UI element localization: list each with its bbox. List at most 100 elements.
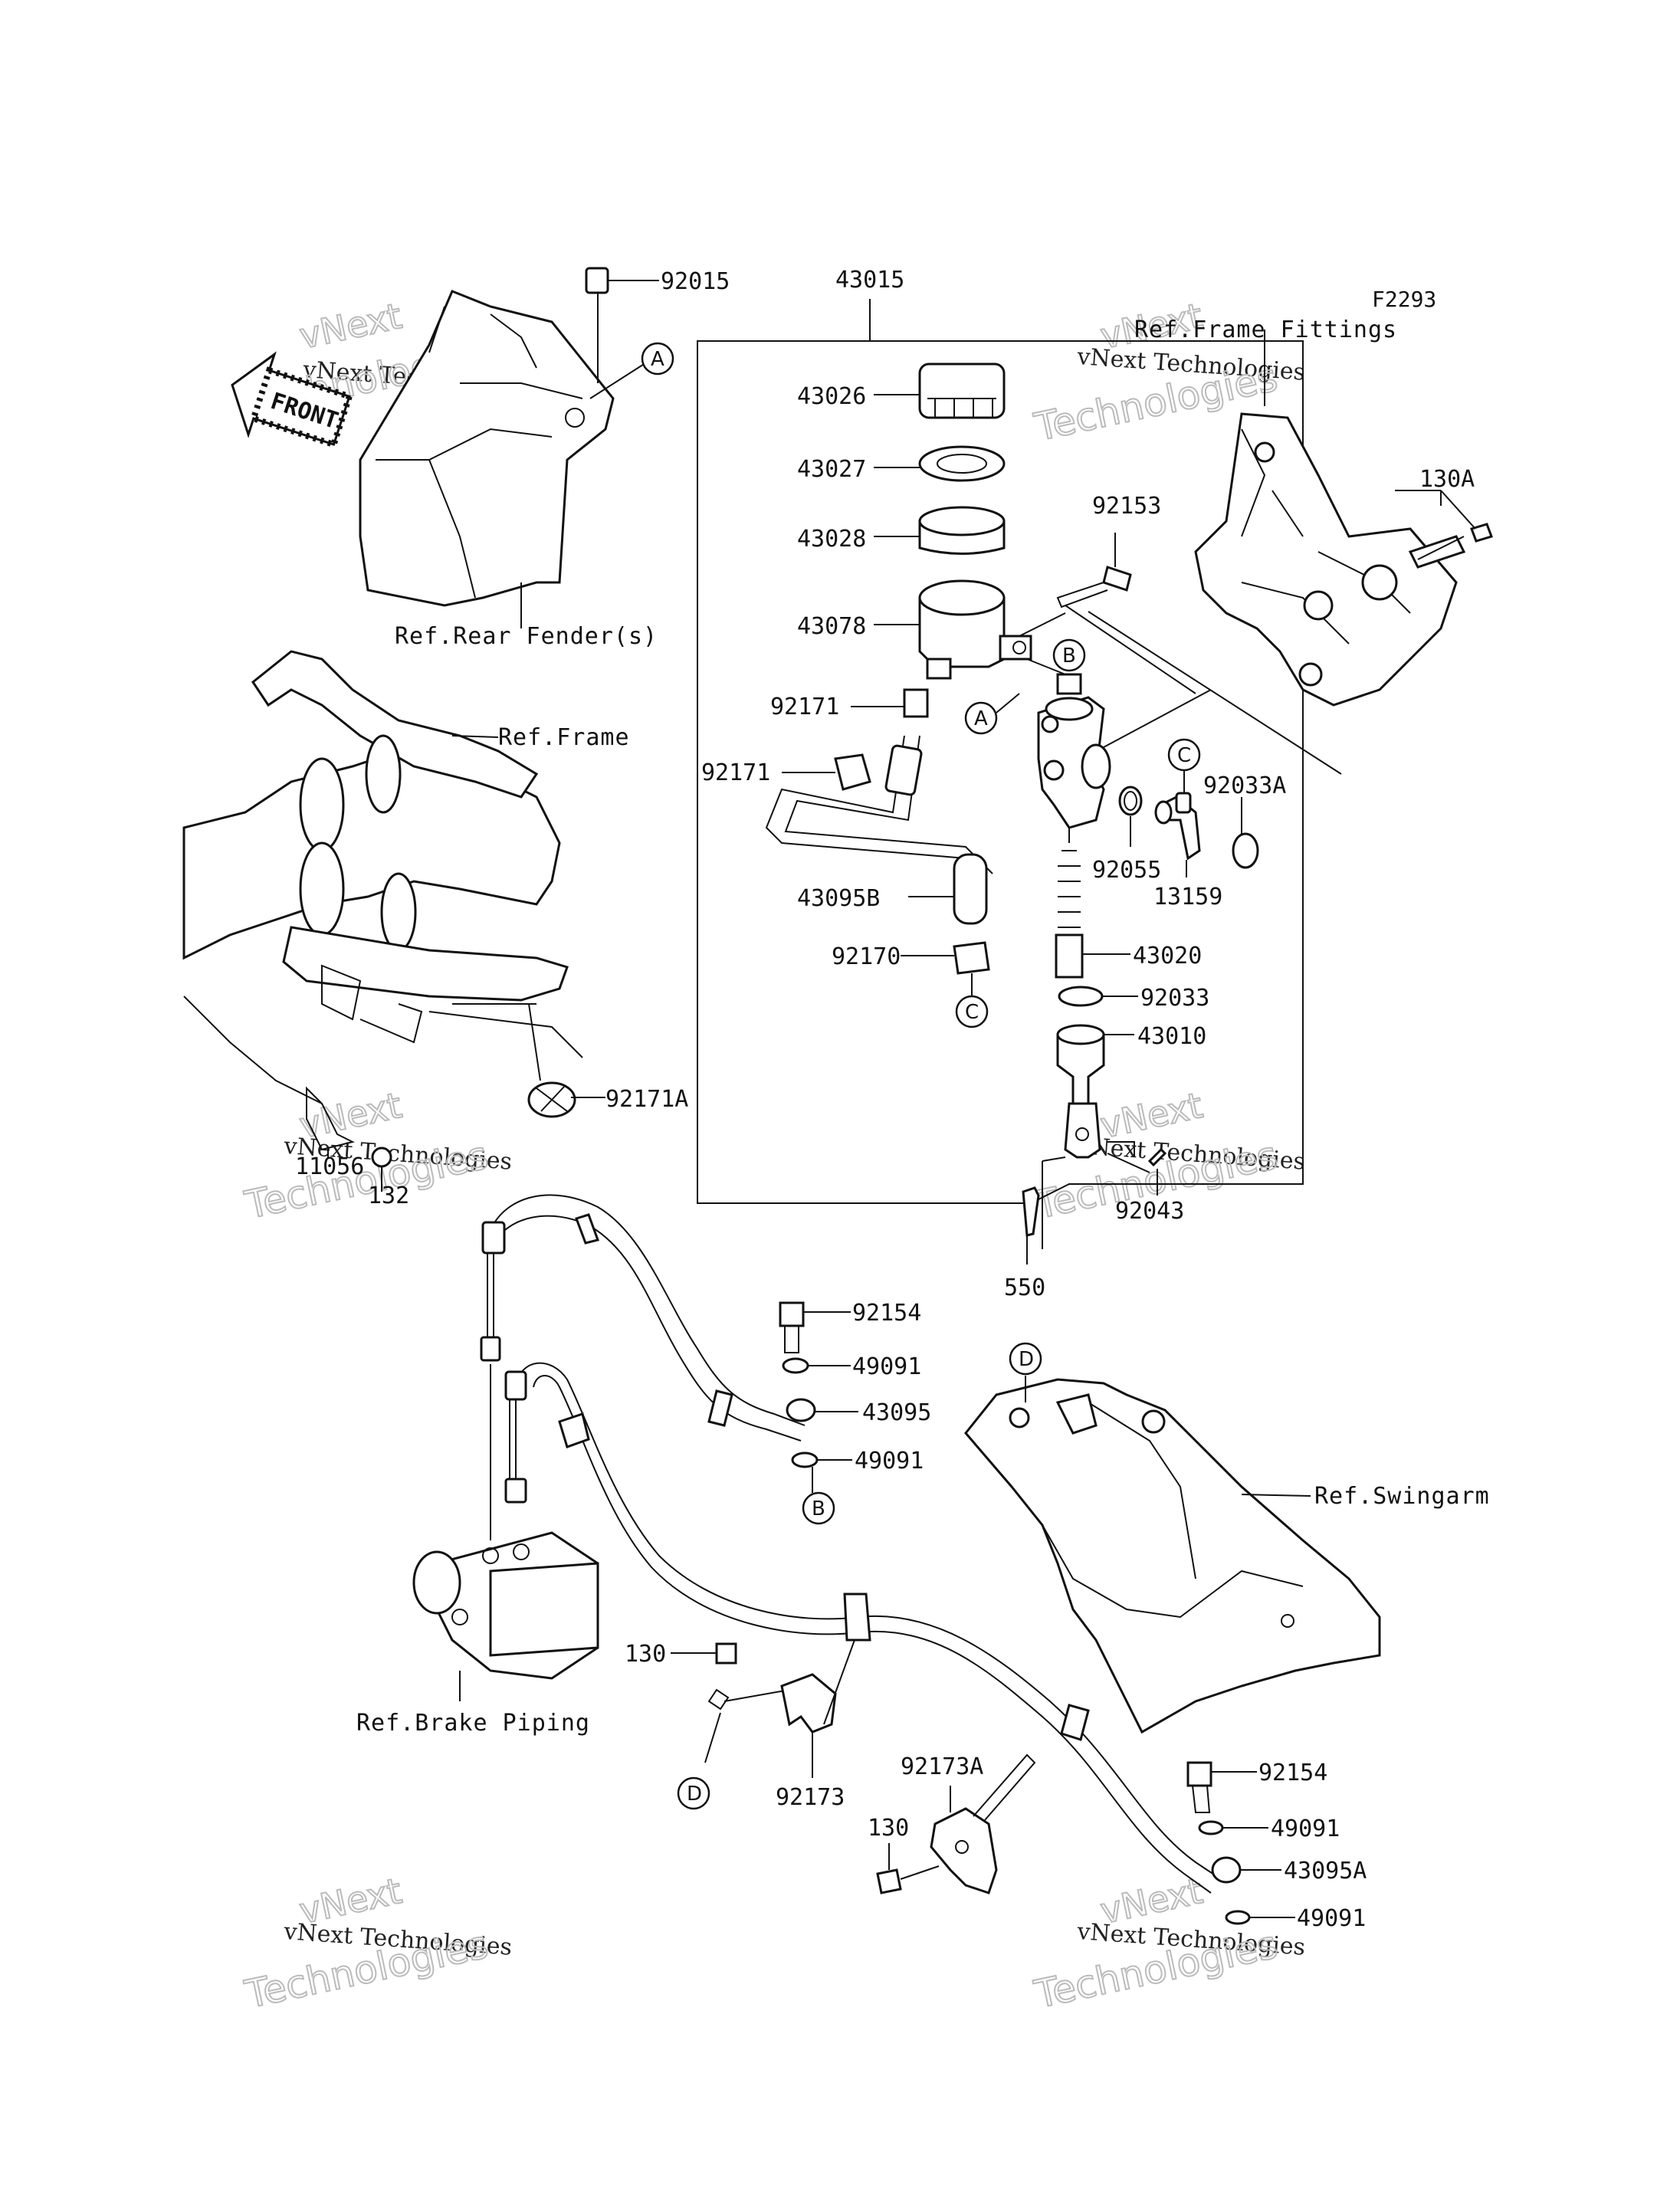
callout-a-lower: A <box>964 693 1020 735</box>
svg-text:C: C <box>965 1001 979 1024</box>
label-92153: 92153 <box>1092 493 1161 520</box>
callout-b-lower: B <box>802 1491 835 1525</box>
washer-49091-c <box>1198 1820 1268 1835</box>
o-ring-92055 <box>1118 786 1143 847</box>
ref-frame: Ref.Frame <box>498 724 630 751</box>
callout-d-lower: D <box>677 1776 710 1810</box>
diaphragm-43028 <box>874 506 1006 555</box>
label-43028: 43028 <box>797 526 866 553</box>
washer-49091-a <box>782 1357 851 1374</box>
label-92154-lower: 92154 <box>1258 1760 1327 1786</box>
label-92171-b: 92171 <box>701 759 770 786</box>
label-43020: 43020 <box>1133 943 1202 969</box>
pin-92043 <box>1107 1141 1167 1196</box>
ref-brake-piping: Ref.Brake Piping <box>356 1710 590 1737</box>
svg-text:vNext: vNext <box>296 295 405 357</box>
master-cylinder-body <box>1026 658 1212 843</box>
svg-text:B: B <box>1062 645 1076 668</box>
hose-43095B <box>908 853 988 925</box>
ref-swingarm: Ref.Swingarm <box>1314 1483 1490 1510</box>
clamp-92170 <box>901 941 990 996</box>
svg-text:D: D <box>687 1783 702 1806</box>
abs-unit-drawing <box>412 1364 599 1701</box>
label-92154-upper: 92154 <box>852 1300 921 1327</box>
brake-hose-lower <box>504 1362 1219 1894</box>
label-92173A: 92173A <box>901 1753 983 1780</box>
label-43078: 43078 <box>797 613 866 640</box>
watermark-bottom-right: vNext vNext Technologies Technologies <box>1029 1869 1306 2018</box>
banjo-bolt-92154-lower <box>1186 1761 1257 1813</box>
connector-13159 <box>1154 770 1201 877</box>
ref-frame-fittings: Ref.Frame Fittings <box>1134 317 1397 343</box>
bracket-92173A <box>930 1753 1036 1894</box>
reservoir-43078 <box>874 579 1032 680</box>
rear-fender-drawing <box>359 267 659 628</box>
label-92170: 92170 <box>832 943 901 970</box>
banjo-bolt-92154-upper <box>779 1301 851 1353</box>
watermark-bottom-left: vNext vNext Technologies Technologies <box>240 1869 513 2018</box>
piston-43020 <box>1055 850 1130 979</box>
cotter-pin-550 <box>1022 1186 1040 1265</box>
svg-text:B: B <box>812 1497 825 1520</box>
label-11056: 11056 <box>295 1153 364 1180</box>
clamp-92173 <box>780 1639 855 1778</box>
label-43095A: 43095A <box>1284 1858 1367 1884</box>
swingarm-drawing <box>964 1376 1381 1734</box>
label-43027: 43027 <box>797 456 866 483</box>
label-49091-a: 49091 <box>852 1353 921 1380</box>
label-92171A: 92171A <box>605 1086 688 1113</box>
callout-c-upper: C <box>1167 738 1201 772</box>
svg-text:A: A <box>974 707 988 730</box>
callout-c-lower: C <box>955 995 989 1028</box>
diaphragm-plate-43027 <box>874 445 1006 482</box>
banjo-43095 <box>786 1398 858 1422</box>
label-13159: 13159 <box>1153 884 1222 910</box>
svg-text:C: C <box>1177 744 1191 767</box>
callout-d-upper: D <box>1009 1342 1042 1376</box>
label-92055: 92055 <box>1092 857 1161 884</box>
bolt-130-upper <box>671 1642 790 1763</box>
washer-49091-b <box>791 1451 852 1493</box>
label-43015: 43015 <box>835 267 904 294</box>
label-550: 550 <box>1004 1274 1045 1301</box>
label-43095: 43095 <box>862 1399 931 1426</box>
reservoir-cap-43026 <box>874 362 1006 419</box>
svg-text:D: D <box>1019 1348 1034 1371</box>
banjo-43095A <box>1211 1856 1281 1884</box>
bolt-130-lower <box>876 1843 940 1894</box>
label-92171-a: 92171 <box>770 694 839 720</box>
frame-fittings-bracket-drawing <box>1194 330 1493 707</box>
label-49091-d: 49091 <box>1297 1905 1366 1932</box>
label-132: 132 <box>368 1183 409 1209</box>
label-43095B: 43095B <box>797 885 880 912</box>
label-49091-b: 49091 <box>855 1448 924 1474</box>
label-130-upper: 130 <box>625 1641 666 1668</box>
frame-drawing <box>182 650 605 1192</box>
callout-b-upper: B <box>1052 638 1086 672</box>
callout-a-upper: A <box>641 342 674 376</box>
label-49091-c: 49091 <box>1271 1816 1340 1842</box>
svg-text:A: A <box>651 348 664 371</box>
circlip-92033 <box>1058 986 1138 1007</box>
brake-hose-upper <box>480 1194 806 1442</box>
push-rod-43010 <box>1042 1024 1134 1249</box>
label-92043: 92043 <box>1115 1198 1184 1225</box>
clip-92171-top <box>851 688 929 718</box>
washer-49091-d <box>1225 1910 1295 1925</box>
label-92173: 92173 <box>776 1784 845 1811</box>
label-43026: 43026 <box>797 383 866 410</box>
circlip-92033A <box>1232 797 1259 869</box>
label-92033: 92033 <box>1140 985 1209 1012</box>
clip-92171-lower <box>782 753 871 791</box>
label-92015: 92015 <box>661 268 730 295</box>
diagram-code: F2293 <box>1372 287 1436 312</box>
ref-rear-fender: Ref.Rear Fender(s) <box>395 623 658 650</box>
label-130-lower: 130 <box>868 1815 909 1842</box>
reservoir-hose <box>765 735 993 874</box>
front-arrow-icon: FRONT <box>231 351 353 449</box>
label-92033A: 92033A <box>1203 772 1286 799</box>
label-130A: 130A <box>1419 466 1475 493</box>
bolt-92153 <box>1019 533 1196 694</box>
